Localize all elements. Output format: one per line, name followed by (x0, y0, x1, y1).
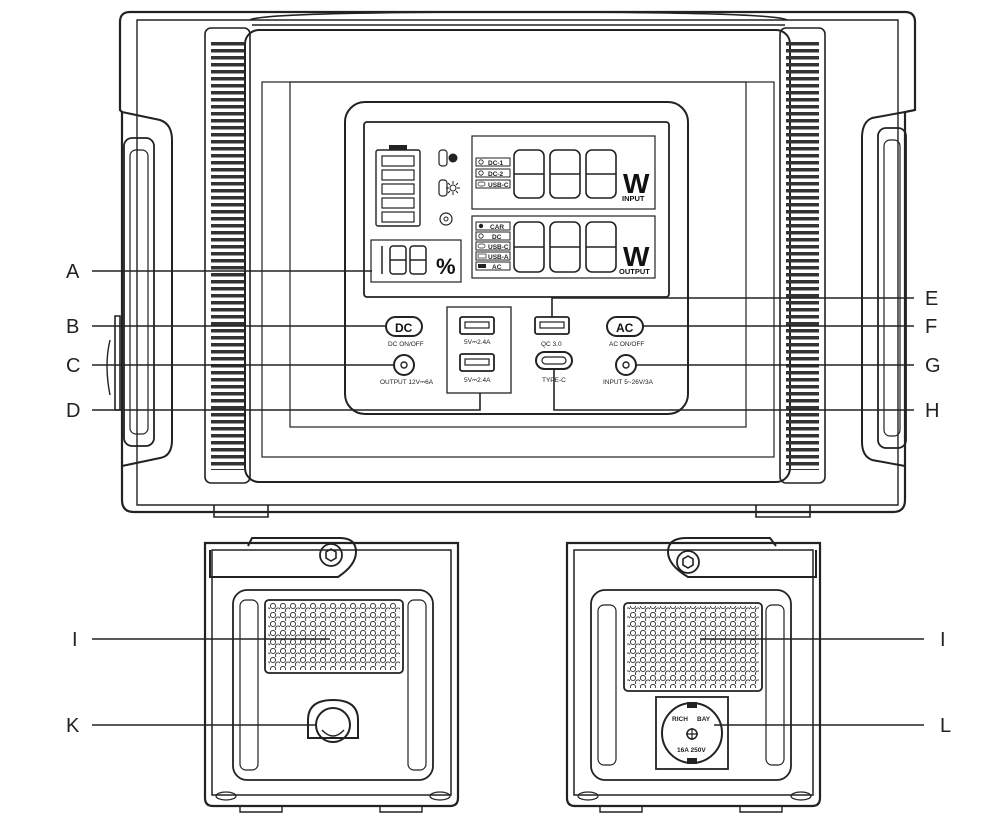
socket-rating: 16A 250V (677, 747, 706, 754)
left-grille (264, 599, 404, 674)
callout-b: B (66, 316, 79, 338)
ac-button-label: AC (616, 321, 634, 335)
output-source-list: CAR DC USB-C USB-A AC (475, 221, 511, 271)
input-source-dc1: DC-1 (488, 160, 504, 167)
left-vent (204, 27, 251, 484)
callout-i-right: I (940, 629, 946, 651)
type-c-port[interactable] (535, 351, 573, 370)
output-source-ac: AC (492, 264, 502, 271)
right-side-view: RICH BAY 16A 250V (565, 537, 822, 813)
percent-digits (381, 245, 427, 275)
callout-f: F (925, 316, 937, 338)
ac-socket[interactable]: RICH BAY 16A 250V (655, 696, 729, 770)
output-source-usbc: USB-C (488, 244, 509, 251)
callout-d: D (66, 400, 80, 422)
right-handle (861, 111, 907, 467)
input-source-usbc: USB-C (488, 182, 509, 189)
socket-right-text: BAY (697, 716, 711, 723)
callout-c: C (66, 355, 80, 377)
qc-port[interactable] (534, 316, 570, 335)
battery-icon (375, 145, 421, 227)
callout-k: K (66, 715, 80, 737)
input-unit: W (623, 168, 650, 199)
right-grille (623, 602, 763, 692)
right-vent (779, 27, 826, 484)
dc-output-caption: OUTPUT 12V⎓6A (380, 379, 434, 386)
dc-button-label: DC (395, 321, 413, 335)
control-panel (344, 101, 689, 415)
car-port[interactable] (307, 698, 359, 743)
input-source-list: DC-1 DC-2 USB-C (475, 157, 511, 189)
dc-output-port[interactable] (393, 354, 415, 376)
dc-button[interactable]: DC (385, 316, 423, 337)
output-digits (513, 221, 617, 273)
dc-input-port[interactable] (615, 354, 637, 376)
dc-input-caption: INPUT 5~26V/3A (603, 379, 654, 386)
ac-button[interactable]: AC (606, 316, 644, 337)
callout-h: H (925, 400, 939, 422)
leader-lines (92, 270, 924, 726)
output-label: OUTPUT (619, 267, 650, 276)
percent-sign: % (436, 254, 456, 279)
ac-button-caption: AC ON/OFF (609, 341, 644, 348)
usb-a-port-top[interactable] (459, 316, 495, 335)
callout-i-left: I (72, 629, 78, 651)
callout-e: E (925, 288, 938, 310)
output-source-usba: USB-A (488, 254, 509, 261)
left-handle (106, 111, 173, 467)
callout-g: G (925, 355, 941, 377)
output-source-dc: DC (492, 234, 502, 241)
left-side-view (203, 537, 460, 813)
dc-button-caption: DC ON/OFF (388, 341, 424, 348)
callout-labels: A B C D E F G H I K I L (66, 261, 951, 737)
status-icons (438, 149, 460, 226)
input-digits (513, 149, 617, 199)
usb-a-port-bottom[interactable] (459, 353, 495, 372)
input-source-dc2: DC-2 (488, 171, 504, 178)
callout-l: L (940, 715, 951, 737)
socket-left-text: RICH (672, 716, 688, 723)
front-view: % DC-1 DC-2 USB-C W INPUT (106, 10, 917, 518)
lcd-display: % DC-1 DC-2 USB-C W INPUT (363, 121, 670, 298)
qc-caption: QC 3.0 (541, 341, 562, 348)
callout-a: A (66, 261, 80, 283)
usb-a-top-caption: 5V⎓2.4A (464, 339, 491, 346)
output-unit: W (623, 241, 650, 272)
input-label: INPUT (622, 194, 645, 203)
output-source-car: CAR (490, 224, 504, 231)
usb-a-bottom-caption: 5V⎓2.4A (464, 377, 491, 384)
